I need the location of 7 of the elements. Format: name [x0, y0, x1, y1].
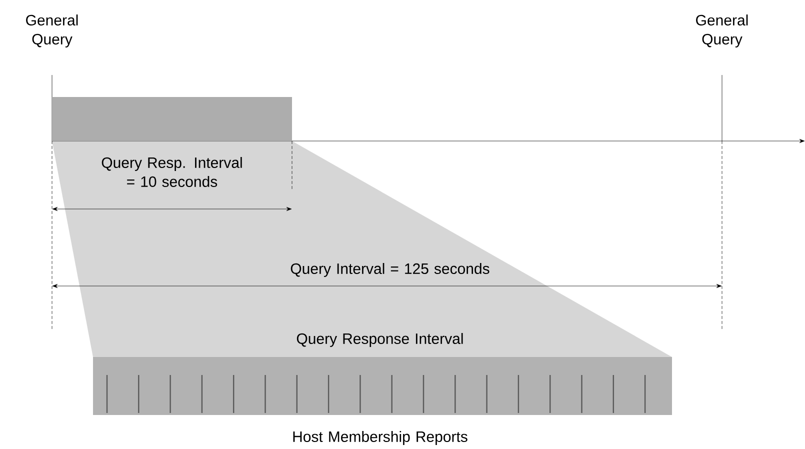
response-window-box [52, 97, 292, 141]
event-label: General Query [26, 14, 78, 48]
event-label: General Query [696, 14, 748, 48]
caption-label: Host Membership Reports [293, 431, 468, 445]
dimension-label: Query Interval = 125 seconds [290, 263, 490, 277]
report-bar [93, 357, 672, 415]
dimension-label: Query Resp. Interval = 10 seconds [102, 156, 242, 187]
